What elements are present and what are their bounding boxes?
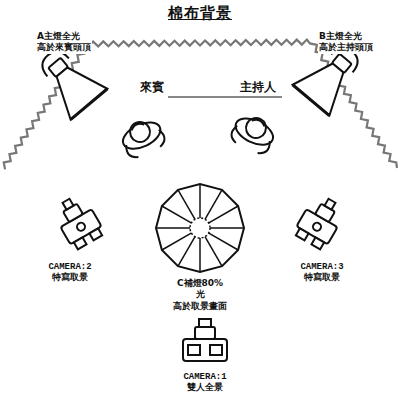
umbrella-rib (162, 206, 192, 223)
camera-3 (292, 192, 347, 252)
umbrella-rib (199, 184, 201, 218)
light-note: B主燈全光 高於主持頭頂 (318, 31, 374, 54)
umbrella-rib (210, 227, 244, 229)
talent-line (168, 96, 282, 97)
camera-label: CAMERA:1 雙人全景 (182, 372, 227, 395)
light-note: C補燈80%光 高於取景畫面 (172, 278, 228, 312)
umbrella-canopy (156, 184, 244, 272)
umbrella-rib (208, 206, 238, 223)
light-note: A主燈全光 高於來賓頭頂 (36, 31, 92, 54)
umbrella-rib (162, 233, 192, 250)
umbrella-rib (208, 233, 238, 250)
camera-2 (50, 192, 105, 252)
camera-label: CAMERA:3 特寫取景 (299, 262, 344, 285)
host-figure (229, 110, 279, 156)
umbrella-rib (156, 227, 190, 229)
backdrop-zigzag (4, 40, 397, 170)
cotton-backdrop (4, 40, 397, 170)
camera-label: CAMERA:2 特寫取景 (47, 262, 92, 285)
umbrella-rib (199, 238, 201, 272)
talent-label: 來賓 (139, 80, 165, 95)
umbrella-rib (178, 190, 195, 220)
umbrella-rib (205, 190, 222, 220)
talent-label: 主持人 (239, 80, 277, 95)
diagram-title: 棉布背景 (167, 4, 233, 23)
umbrella-hub (190, 218, 210, 238)
fill-light-umbrella (156, 184, 244, 272)
umbrella-rib (205, 236, 222, 266)
umbrella-rib (178, 236, 195, 266)
camera-1 (183, 319, 227, 361)
guest-figure (118, 114, 168, 160)
